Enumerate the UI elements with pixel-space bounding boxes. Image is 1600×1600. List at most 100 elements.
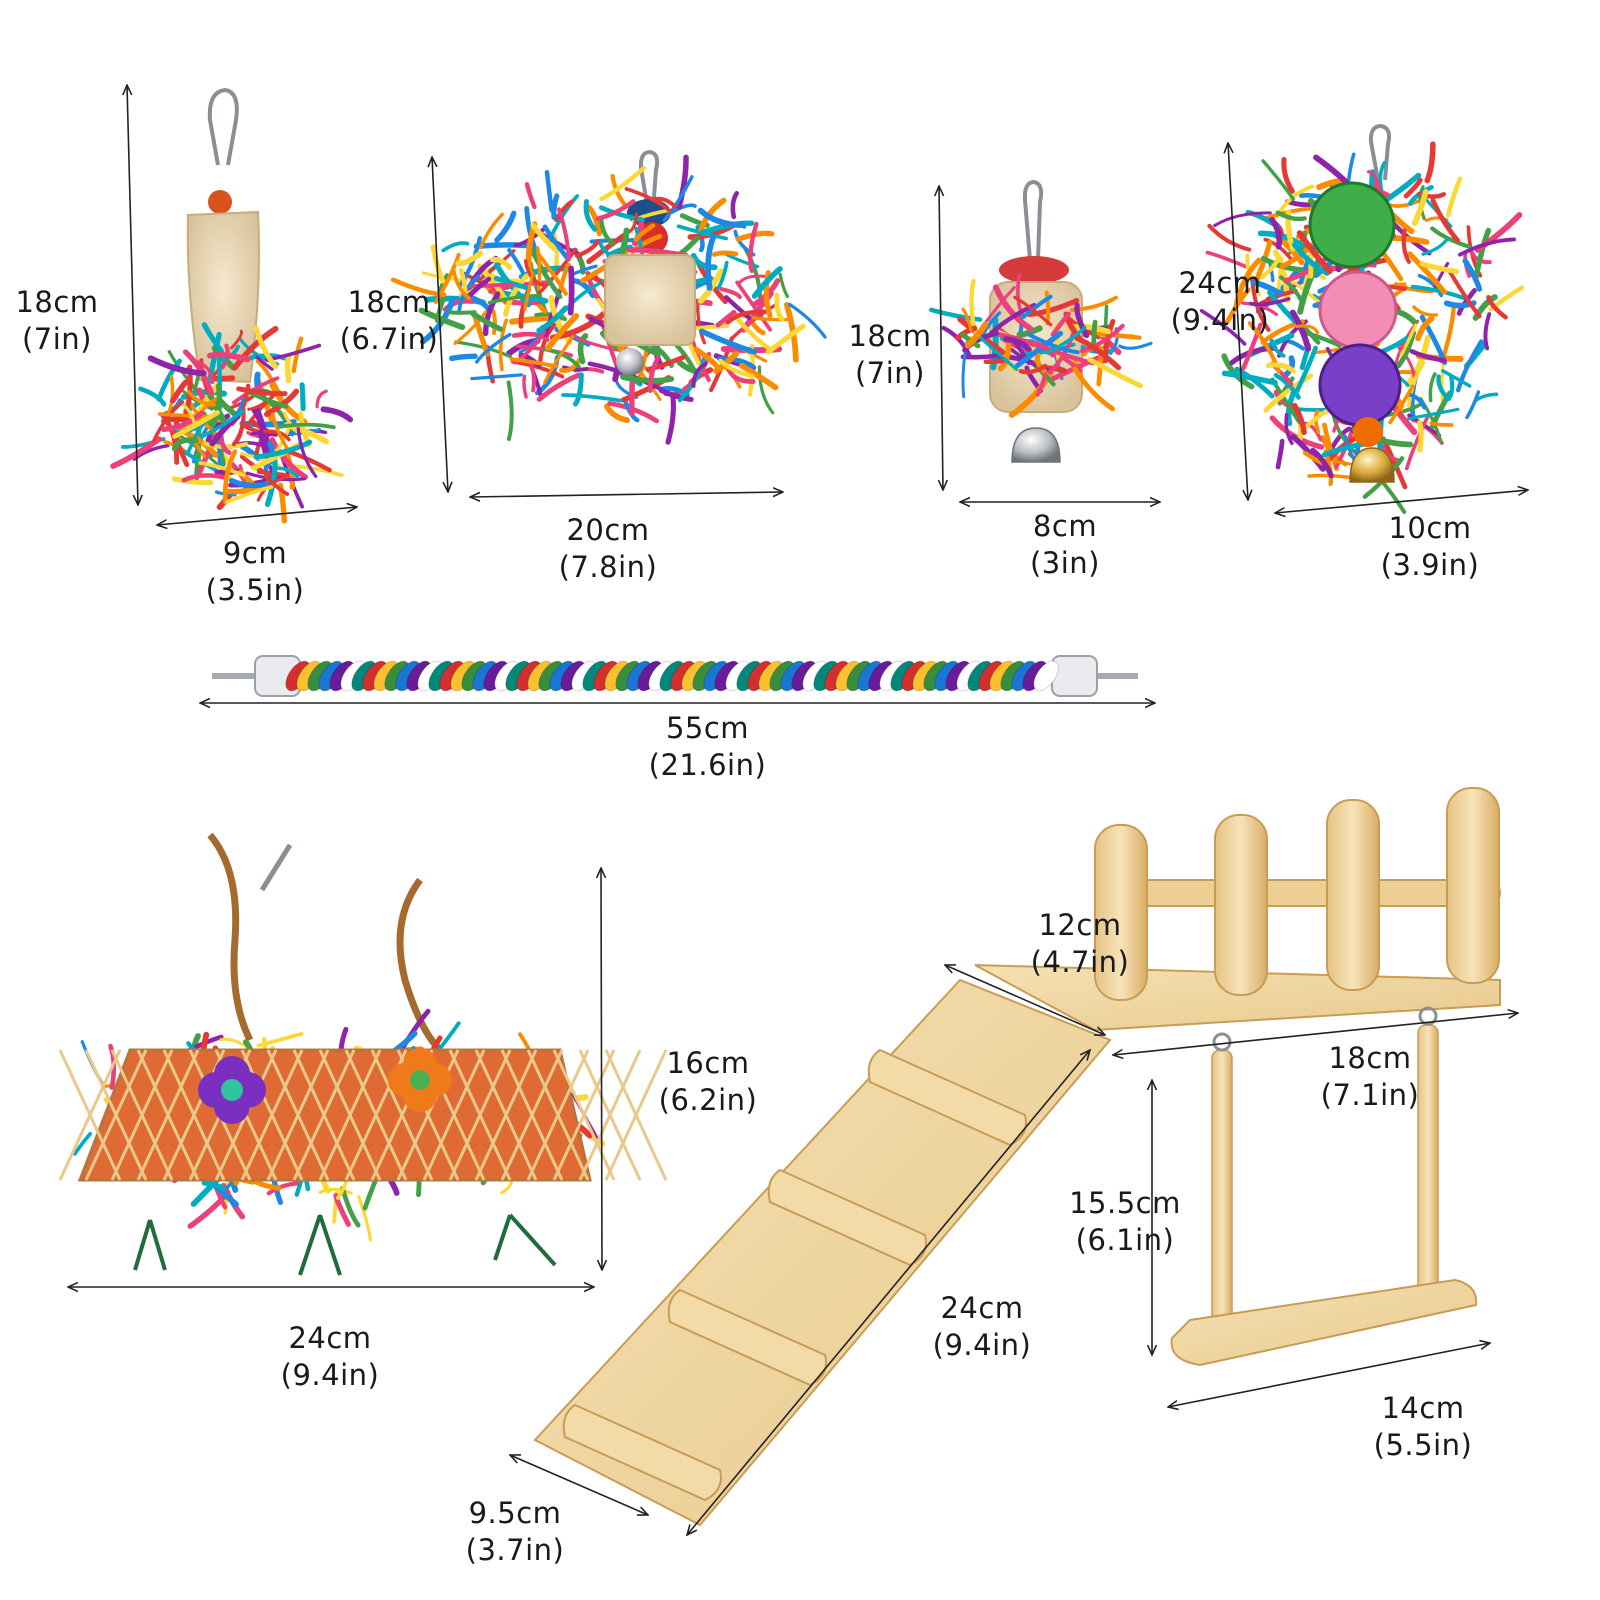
paper-shred	[1331, 413, 1358, 455]
ladder-width-label: 9.5cm (3.7in)	[465, 1496, 565, 1567]
weave-strand	[318, 1049, 382, 1181]
paper-shred	[1267, 290, 1298, 324]
paper-shred	[697, 207, 746, 228]
paper-shred	[470, 373, 524, 381]
paper-shred	[523, 271, 535, 311]
paper-shred	[690, 253, 718, 271]
paper-shred	[1456, 339, 1484, 393]
weave-strand	[58, 1049, 122, 1181]
paper-shred	[151, 400, 185, 443]
toy2-height-label: 18cm (6.7in)	[339, 285, 439, 356]
paper-shred	[718, 358, 755, 378]
hook-icon	[259, 843, 293, 892]
paper-shred	[169, 426, 190, 468]
paper-shred	[1207, 223, 1252, 252]
paper-shred	[537, 247, 578, 296]
paper-shred	[551, 193, 560, 220]
paper-shred	[441, 241, 470, 253]
paper-shred	[577, 333, 589, 365]
paper-shred	[1395, 330, 1417, 369]
paper-shred	[548, 194, 579, 241]
paper-shred	[1386, 197, 1424, 208]
paper-shred	[1263, 373, 1314, 413]
paper-shred	[1261, 159, 1295, 201]
paper-shred	[1269, 338, 1286, 358]
paper-shred	[652, 196, 678, 209]
paper-shred	[570, 264, 598, 276]
paper-shred	[275, 466, 300, 479]
paper-shred	[225, 485, 274, 504]
paper-shred	[253, 325, 279, 369]
paper-shred	[1390, 212, 1415, 235]
paper-shred	[1281, 156, 1295, 194]
toy4-width-label: 10cm (3.9in)	[1380, 511, 1480, 582]
paper-shred	[1441, 369, 1472, 388]
paper-shred	[981, 311, 1002, 336]
paper-shred	[255, 355, 274, 371]
toy-3-loofah-bell	[929, 179, 1153, 463]
paper-shred	[522, 374, 528, 399]
paper-shred	[170, 379, 189, 404]
hanging-cord	[396, 877, 443, 1053]
paper-shred	[715, 309, 737, 328]
paper-shred	[1012, 340, 1031, 366]
paper-shred	[774, 292, 785, 322]
paper-shred	[181, 473, 226, 483]
paper-shred	[264, 343, 322, 362]
wood-bead	[1353, 417, 1383, 447]
paper-shred	[696, 303, 707, 345]
paper-shred	[201, 1180, 227, 1192]
paper-shred	[138, 386, 167, 407]
paper-shred	[470, 311, 504, 332]
rope-strand	[1033, 660, 1059, 692]
paper-shred	[711, 250, 739, 257]
paper-shred	[236, 386, 288, 397]
paper-shred	[717, 356, 756, 369]
paper-shred	[524, 182, 537, 210]
paper-shred	[467, 294, 493, 314]
paper-shred	[318, 1187, 353, 1195]
paper-shred	[574, 336, 619, 352]
paper-shred	[1074, 335, 1122, 371]
paper-shred	[1074, 302, 1090, 339]
shred-cluster	[390, 154, 827, 445]
paper-shred	[748, 221, 759, 273]
fence-post	[1094, 824, 1148, 1001]
paper-shred	[548, 295, 573, 345]
paper-shred	[283, 411, 299, 434]
rattan-ball-pink	[1318, 270, 1398, 350]
paper-shred	[1439, 302, 1457, 364]
paper-shred	[271, 412, 291, 454]
paper-shred	[296, 427, 318, 478]
dim-line	[470, 492, 783, 497]
paper-shred	[557, 207, 571, 262]
paper-shred	[962, 330, 999, 353]
paper-shred	[299, 382, 306, 412]
paper-shred	[559, 357, 582, 373]
toy-2-wide-shredder	[390, 149, 827, 445]
paper-shred	[1292, 242, 1330, 276]
paper-shred	[1037, 343, 1096, 366]
perch-bolt	[1088, 673, 1138, 679]
paper-shred	[186, 420, 207, 454]
weave-strand	[448, 1049, 512, 1181]
paper-shred	[598, 216, 616, 247]
paper-shred	[1296, 230, 1333, 275]
paper-shred	[1486, 295, 1508, 320]
weave-strand	[136, 1049, 200, 1181]
paper-shred	[738, 362, 779, 391]
paper-shred	[1407, 251, 1447, 295]
paper-shred	[595, 199, 636, 221]
paper-shred	[528, 246, 563, 299]
weave-strand	[292, 1049, 356, 1181]
flower-orange	[388, 1048, 452, 1112]
paper-shred	[1079, 323, 1125, 354]
paper-shred	[757, 365, 775, 415]
paper-shred	[992, 284, 1034, 332]
weave-strand	[474, 1049, 538, 1181]
paper-shred	[961, 307, 973, 332]
paper-shred	[511, 331, 550, 342]
paper-shred	[1446, 176, 1463, 218]
paper-shred	[1404, 334, 1431, 388]
paper-shred	[1401, 228, 1411, 264]
